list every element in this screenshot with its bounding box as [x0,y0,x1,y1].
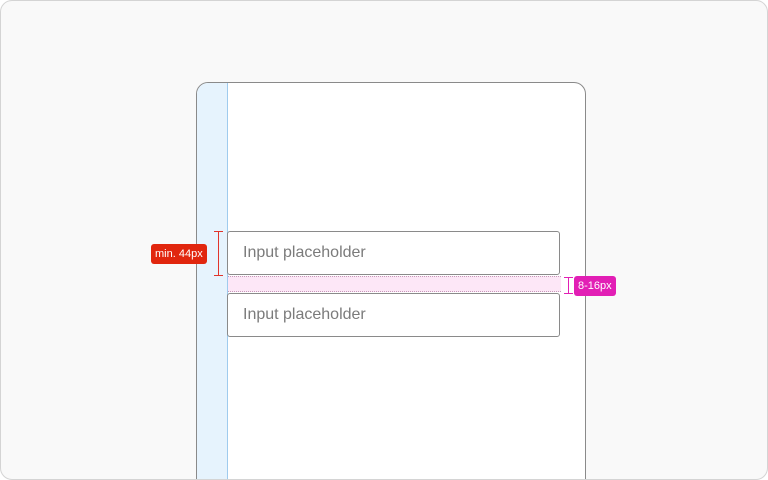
text-input-2[interactable]: Input placeholder [227,293,560,337]
min-height-label: min. 44px [151,244,207,264]
input-placeholder-1: Input placeholder [243,244,366,261]
text-input-1[interactable]: Input placeholder [227,231,560,275]
min-height-measure-marker [214,231,223,276]
input-placeholder-2: Input placeholder [243,306,366,323]
side-margin-highlight [197,83,228,479]
spacing-measure-marker [564,277,573,294]
device-frame: Input placeholder Input placeholder [196,82,586,479]
spacing-label: 8-16px [574,276,616,296]
spacing-highlight [228,276,561,292]
